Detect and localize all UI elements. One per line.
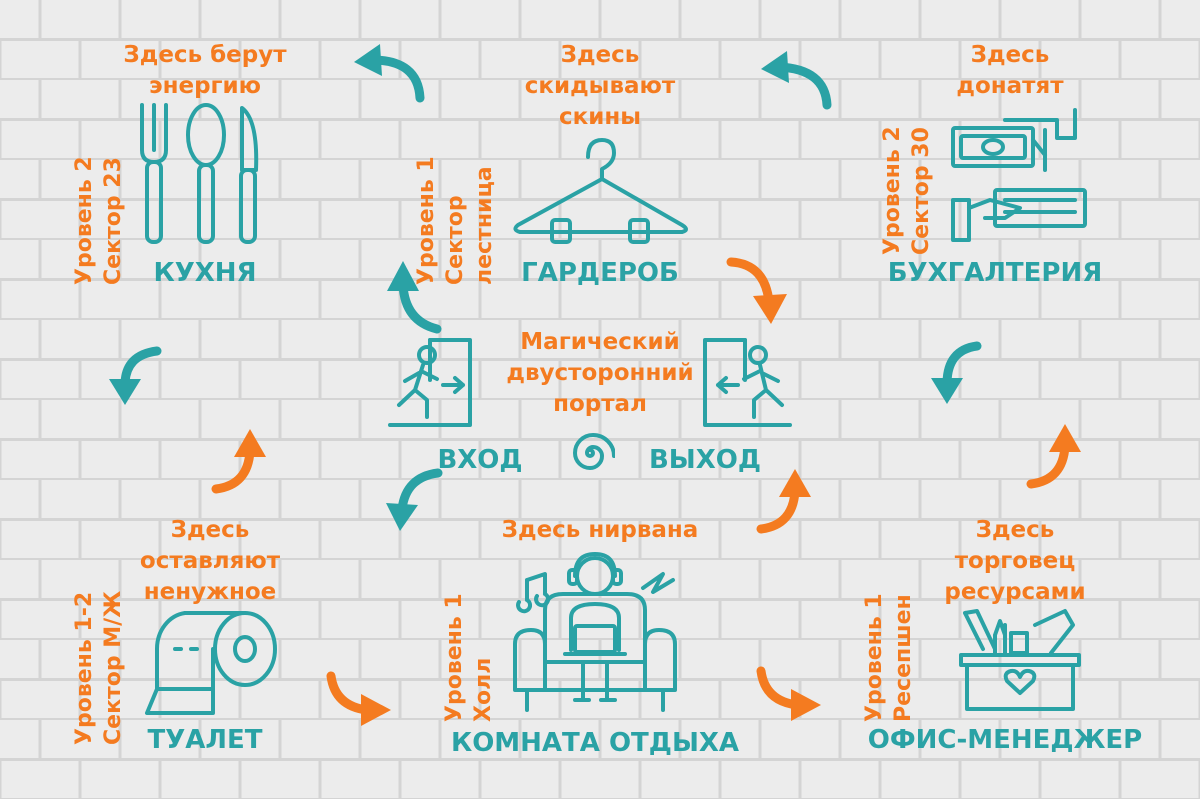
arrow-curved-orange-icon	[756, 469, 811, 534]
arrow-curved-orange-icon	[726, 257, 787, 324]
arrow-curved-orange-icon	[1026, 424, 1081, 489]
hanger-icon	[513, 138, 688, 244]
arrow-curved-teal-icon	[386, 468, 443, 531]
portal-exit-label: ВЫХОД	[648, 445, 762, 475]
office-name: ОФИС-МЕНЕДЖЕР	[867, 725, 1143, 755]
spiral-icon	[573, 433, 615, 470]
portal-entrance-label: ВХОД	[437, 445, 523, 475]
arrow-curved-teal-icon	[354, 44, 425, 103]
money-hands-icon	[951, 108, 1087, 242]
wardrobe-name: ГАРДЕРОБ	[521, 258, 679, 288]
office-note: Здесь торговец ресурсами	[944, 517, 1086, 605]
toilet-note: Здесь оставляют ненужное	[139, 517, 281, 605]
portal-title: Магический двусторонний портал	[506, 329, 694, 417]
lounge-note: Здесь нирвана	[501, 517, 699, 543]
kitchen-location: Уровень 2 Сектор 23	[72, 156, 126, 285]
arrow-curved-orange-icon	[756, 666, 821, 721]
office-location: Уровень 1 Ресепшен	[862, 593, 916, 722]
wardrobe-location: Уровень 1 Сектор лестница	[414, 156, 497, 285]
arrow-curved-teal-icon	[931, 341, 982, 404]
arrow-curved-orange-icon	[326, 671, 391, 726]
arrow-curved-teal-icon	[761, 51, 832, 110]
kitchen-name: КУХНЯ	[153, 258, 257, 288]
toilet-location: Уровень 1-2 Сектор М/Ж	[72, 590, 126, 745]
stationery-box-icon	[959, 609, 1081, 711]
lounge-location: Уровень 1 Холл	[442, 593, 496, 722]
arrow-curved-teal-icon	[109, 346, 162, 405]
lounge-name: КОМНАТА ОТДЫХА	[450, 728, 740, 758]
enter-door-icon	[388, 338, 472, 427]
accounting-note: Здесь донатят	[956, 42, 1064, 99]
arrow-curved-orange-icon	[211, 429, 266, 494]
wardrobe-note: Здесь скидывают скины	[524, 42, 676, 130]
exit-door-icon	[703, 338, 792, 427]
cutlery-icon	[140, 103, 259, 244]
toilet-name: ТУАЛЕТ	[147, 725, 263, 755]
accounting-location: Уровень 2 Сектор 30	[880, 126, 934, 255]
accounting-name: БУХГАЛТЕРИЯ	[887, 258, 1103, 288]
arrow-curved-teal-icon	[387, 261, 442, 334]
kitchen-note: Здесь берут энергию	[123, 42, 287, 99]
toilet-paper-icon	[145, 611, 277, 715]
armchair-person-icon	[513, 552, 677, 712]
